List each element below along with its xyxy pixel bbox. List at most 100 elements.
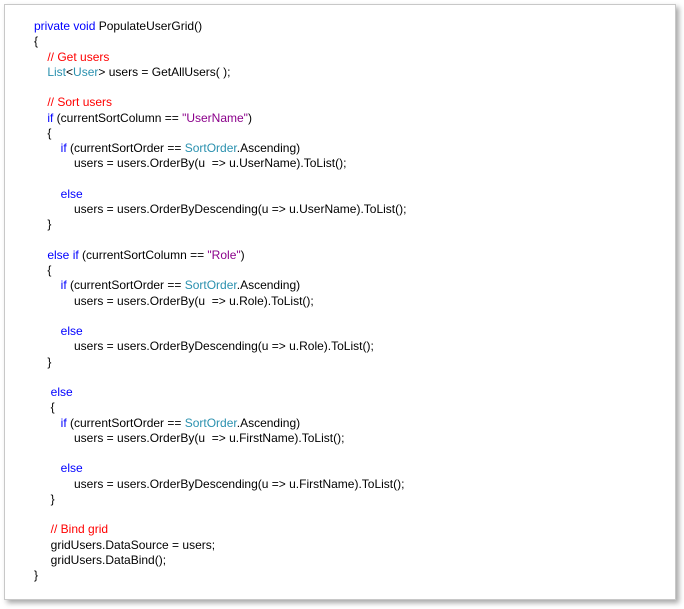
code-line: else — [34, 461, 406, 476]
code-line: { — [34, 263, 406, 278]
code-text: users = users.OrderByDescending(u => u.F… — [34, 476, 405, 491]
code-line: } — [34, 568, 406, 583]
code-text: (currentSortOrder == — [66, 278, 185, 293]
code-text: ) — [240, 247, 245, 262]
code-type: SortOrder — [184, 415, 237, 430]
code-type: SortOrder — [184, 278, 237, 293]
code-text — [34, 50, 47, 64]
code-text: users = users.OrderBy(u => u.FirstName).… — [34, 430, 345, 445]
code-comment: // Get users — [47, 49, 110, 64]
code-text: .Ascending) — [236, 278, 301, 293]
code-block: private void PopulateUserGrid(){ // Get … — [34, 19, 406, 583]
code-text — [34, 522, 51, 536]
code-line: { — [34, 400, 406, 415]
code-line: if (currentSortOrder == SortOrder.Ascend… — [34, 278, 406, 293]
code-line: users = users.OrderByDescending(u => u.U… — [34, 202, 406, 217]
code-text — [34, 95, 47, 109]
code-text — [34, 385, 51, 399]
code-line: users = users.OrderByDescending(u => u.R… — [34, 339, 406, 354]
code-line: gridUsers.DataSource = users; — [34, 538, 406, 553]
code-text: gridUsers.DataSource = users; — [34, 537, 216, 552]
code-line: gridUsers.DataBind(); — [34, 553, 406, 568]
code-line: // Sort users — [34, 95, 406, 110]
code-snippet-frame: private void PopulateUserGrid(){ // Get … — [4, 4, 676, 600]
code-text — [34, 248, 47, 262]
code-line: // Bind grid — [34, 522, 406, 537]
code-text: gridUsers.DataBind(); — [34, 552, 167, 567]
code-line: if (currentSortColumn == "UserName") — [34, 111, 406, 126]
code-text — [34, 461, 61, 475]
code-text — [34, 65, 47, 79]
code-text: } — [34, 568, 39, 582]
code-keyword: if — [47, 110, 54, 125]
code-text: users = users.OrderBy(u => u.UserName).T… — [34, 156, 347, 171]
code-type: SortOrder — [184, 141, 237, 155]
code-line: } — [34, 355, 406, 370]
code-text — [34, 324, 61, 338]
code-keyword: else if — [47, 247, 79, 262]
code-text: ) — [247, 110, 252, 125]
code-text: (currentSortOrder == — [66, 415, 185, 430]
code-keyword: else — [60, 186, 83, 201]
code-line: } — [34, 217, 406, 232]
code-line — [34, 446, 406, 461]
code-text: (currentSortColumn == — [78, 247, 208, 262]
code-text: .Ascending) — [236, 141, 301, 155]
code-text: .Ascending) — [236, 415, 301, 430]
code-line — [34, 370, 406, 385]
code-line — [34, 309, 406, 324]
code-line: List<User> users = GetAllUsers( ); — [34, 65, 406, 80]
code-string: "UserName" — [182, 110, 248, 125]
code-text: > users = GetAllUsers( ); — [98, 64, 231, 79]
code-text — [34, 278, 61, 292]
code-text: } — [34, 217, 52, 232]
code-type: List — [47, 64, 67, 79]
code-keyword: if — [60, 141, 67, 155]
code-text: { — [34, 34, 39, 49]
code-text: users = users.OrderBy(u => u.Role).ToLis… — [34, 293, 314, 308]
code-line — [34, 172, 406, 187]
code-text — [34, 111, 47, 125]
code-keyword: if — [60, 278, 67, 293]
code-line: else if (currentSortColumn == "Role") — [34, 248, 406, 263]
code-text: < — [66, 64, 74, 79]
code-line: { — [34, 126, 406, 141]
code-text: users = users.OrderByDescending(u => u.U… — [34, 202, 407, 216]
code-keyword: else — [50, 385, 73, 399]
code-text: { — [34, 400, 55, 415]
code-string: "Role" — [207, 247, 241, 262]
code-line: users = users.OrderByDescending(u => u.F… — [34, 477, 406, 492]
code-line: // Get users — [34, 50, 406, 65]
code-keyword: else — [60, 461, 83, 476]
code-text: (currentSortColumn == — [53, 110, 183, 125]
code-keyword: if — [60, 415, 67, 430]
code-text: { — [34, 125, 52, 140]
code-keyword: else — [60, 324, 83, 338]
code-text — [34, 187, 61, 201]
code-line: private void PopulateUserGrid() — [34, 19, 406, 34]
code-line: else — [34, 187, 406, 202]
code-line — [34, 233, 406, 248]
code-line: } — [34, 492, 406, 507]
code-keyword: private void — [34, 19, 96, 33]
code-text: { — [34, 263, 52, 277]
code-line: { — [34, 34, 406, 49]
code-line: users = users.OrderBy(u => u.FirstName).… — [34, 431, 406, 446]
code-line: users = users.OrderBy(u => u.Role).ToLis… — [34, 294, 406, 309]
code-comment: // Bind grid — [50, 522, 109, 537]
code-comment: // Sort users — [47, 95, 113, 110]
code-text: } — [34, 491, 55, 506]
code-line — [34, 80, 406, 95]
code-line: if (currentSortOrder == SortOrder.Ascend… — [34, 416, 406, 431]
code-line: else — [34, 324, 406, 339]
code-text: users = users.OrderByDescending(u => u.R… — [34, 339, 374, 354]
code-text: } — [34, 354, 52, 369]
code-type: User — [73, 64, 99, 79]
code-text — [34, 416, 61, 430]
code-line: users = users.OrderBy(u => u.UserName).T… — [34, 156, 406, 171]
code-line — [34, 507, 406, 522]
code-text: PopulateUserGrid() — [95, 19, 203, 33]
code-line: else — [34, 385, 406, 400]
code-text: (currentSortOrder == — [66, 141, 185, 155]
code-line: if (currentSortOrder == SortOrder.Ascend… — [34, 141, 406, 156]
